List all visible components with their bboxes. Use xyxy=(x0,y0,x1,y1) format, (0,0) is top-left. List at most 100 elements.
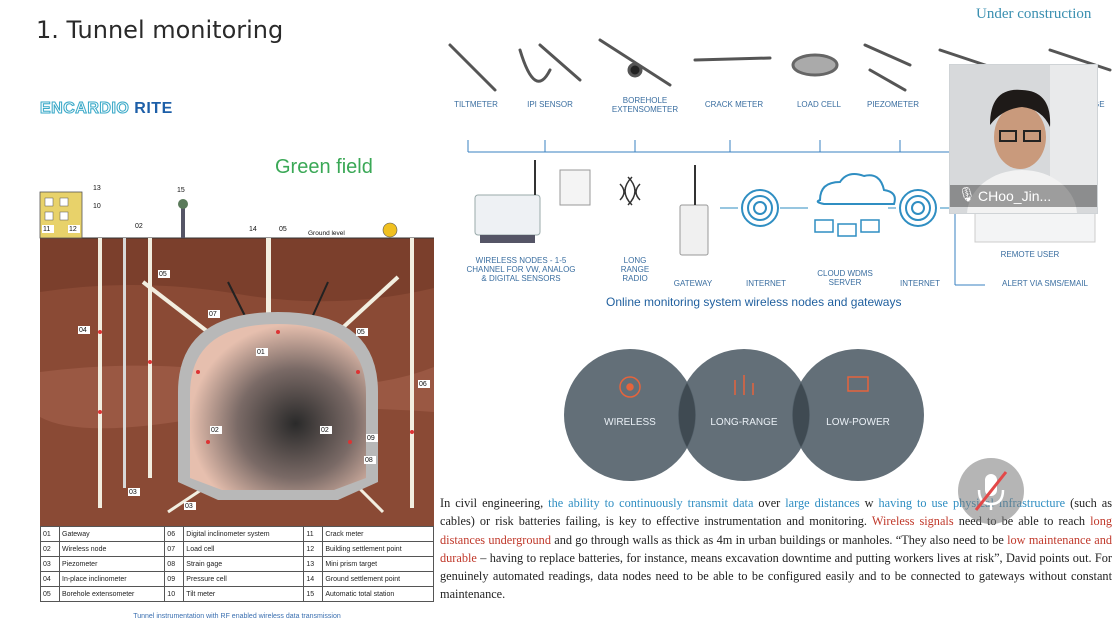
sensor-images xyxy=(448,38,1112,92)
label-gateway: GATEWAY xyxy=(673,279,713,288)
sensor-label-piezometer: PIEZOMETER xyxy=(866,100,919,109)
mute-microphone-button[interactable] xyxy=(958,458,1024,524)
company-logo: ENCARDIO RITE xyxy=(39,100,173,118)
text-segment: In civil engineering, xyxy=(440,496,549,510)
participant-video xyxy=(950,65,1097,213)
svg-text:03: 03 xyxy=(185,503,193,510)
svg-text:07: 07 xyxy=(209,311,217,318)
svg-text:05: 05 xyxy=(159,271,167,278)
microphone-icon: 🎙 xyxy=(958,186,976,202)
legend-item: Load cell xyxy=(183,541,305,557)
legend-item: Piezometer xyxy=(58,556,166,572)
svg-text:04: 04 xyxy=(79,327,87,334)
green-field-label: Green field xyxy=(275,156,373,178)
status-note: Under construction xyxy=(976,6,1092,22)
feature-long-range: LONG-RANGE xyxy=(710,417,778,428)
label-internet: INTERNET xyxy=(746,279,786,288)
highlight-underground: long distances underground xyxy=(440,514,1112,547)
legend-item: Crack meter xyxy=(322,526,434,542)
legend-item: Gateway xyxy=(58,526,166,542)
logo-part-1: ENCARDIO xyxy=(39,100,130,118)
text-segment: – having to replace batteries, for insta… xyxy=(440,550,1112,602)
highlight-distances: large distances xyxy=(785,496,860,510)
legend-number: 04 xyxy=(40,571,60,587)
label-remote-user: REMOTE USER xyxy=(1000,250,1060,259)
sensor-label-crack-meter: CRACK METER xyxy=(704,100,764,109)
legend-item: Borehole extensometer xyxy=(58,586,166,602)
legend-item: Building settlement point xyxy=(322,541,434,557)
legend-item: Ground settlement point xyxy=(322,571,434,587)
svg-text:02: 02 xyxy=(211,427,219,434)
label-internet-2: INTERNET xyxy=(900,279,940,288)
svg-text:02: 02 xyxy=(321,427,329,434)
feature-low-power: LOW-POWER xyxy=(826,417,890,428)
participant-video-tile[interactable]: CHoo_Jin... 🎙 xyxy=(949,64,1098,214)
svg-text:10: 10 xyxy=(93,203,101,210)
svg-text:05: 05 xyxy=(357,329,365,336)
legend-number: 13 xyxy=(303,556,324,572)
legend-number: 06 xyxy=(164,526,185,542)
feature-circles xyxy=(564,349,924,481)
svg-text:05: 05 xyxy=(279,226,287,233)
legend-number: 11 xyxy=(303,526,324,542)
diagram-caption: Tunnel instrumentation with RF enabled w… xyxy=(133,613,341,620)
highlight-transmit: the ability to continuously transmit dat… xyxy=(548,496,754,510)
text-segment: and go through walls as thick as 4m in u… xyxy=(550,532,1008,547)
svg-text:11: 11 xyxy=(43,226,50,233)
svg-text:02: 02 xyxy=(135,223,143,230)
label-cloud-server: CLOUD WDMS SERVER xyxy=(817,269,873,287)
legend-item: In-place inclinometer xyxy=(58,571,166,587)
highlight-having: having to use xyxy=(873,496,948,510)
svg-text:01: 01 xyxy=(53,182,61,184)
legend-number: 08 xyxy=(164,556,185,572)
legend-item: Pressure cell xyxy=(183,571,305,587)
feature-wireless: WIRELESS xyxy=(604,417,656,428)
sensor-label-borehole: BOREHOLE EXTENSOMETER xyxy=(611,96,679,114)
legend-number: 07 xyxy=(164,541,185,557)
legend-item: Wireless node xyxy=(58,541,166,557)
svg-text:15: 15 xyxy=(177,187,185,194)
tunnel-diagram: 01 13 10 11 12 15 02 14 05 Ground level … xyxy=(38,182,436,526)
svg-text:01: 01 xyxy=(257,349,265,356)
label-long-range-radio: LONG RANGE RADIO xyxy=(620,256,650,283)
logo-part-2: RITE xyxy=(134,100,173,117)
legend-number: 12 xyxy=(303,541,324,557)
highlight-maintenance: low maintenance and durable xyxy=(440,532,1113,565)
svg-text:09: 09 xyxy=(367,435,375,442)
sensor-label-ipi: IPI SENSOR xyxy=(527,100,573,109)
system-caption: Online monitoring system wireless nodes … xyxy=(606,295,902,309)
label-wireless-nodes: WIRELESS NODES - 1-5 CHANNEL FOR VW, ANA… xyxy=(466,256,576,283)
svg-text:13: 13 xyxy=(93,185,101,192)
system-diagram xyxy=(467,140,1096,286)
legend-item: Automatic total station xyxy=(322,586,434,602)
svg-text:14: 14 xyxy=(249,226,257,233)
slide-title: 1. Tunnel monitoring xyxy=(36,16,284,44)
svg-text:03: 03 xyxy=(129,489,137,496)
sensor-label-tiltmeter: TILTMETER xyxy=(454,100,498,109)
legend-number: 15 xyxy=(303,586,324,602)
legend-number: 10 xyxy=(164,586,185,602)
muted-mic-icon xyxy=(974,471,1008,511)
legend-number: 01 xyxy=(40,526,60,542)
legend-number: 02 xyxy=(40,541,60,557)
text-segment: (such as cables) or risk batteries faili… xyxy=(440,496,1112,529)
participant-name: CHoo_Jin... xyxy=(950,185,1097,207)
sensor-label-load-cell: LOAD CELL xyxy=(796,100,842,109)
legend-item: Mini prism target xyxy=(322,556,434,572)
text-segment: over xyxy=(753,496,786,510)
legend-number: 14 xyxy=(303,571,324,587)
svg-text:12: 12 xyxy=(69,226,77,233)
svg-text:Ground level: Ground level xyxy=(308,230,345,237)
text-segment: w xyxy=(859,496,874,510)
legend-item: Strain gage xyxy=(183,556,305,572)
highlight-wireless-signals: Wireless signals xyxy=(871,514,954,529)
svg-text:06: 06 xyxy=(419,381,427,388)
svg-text:08: 08 xyxy=(365,457,373,464)
